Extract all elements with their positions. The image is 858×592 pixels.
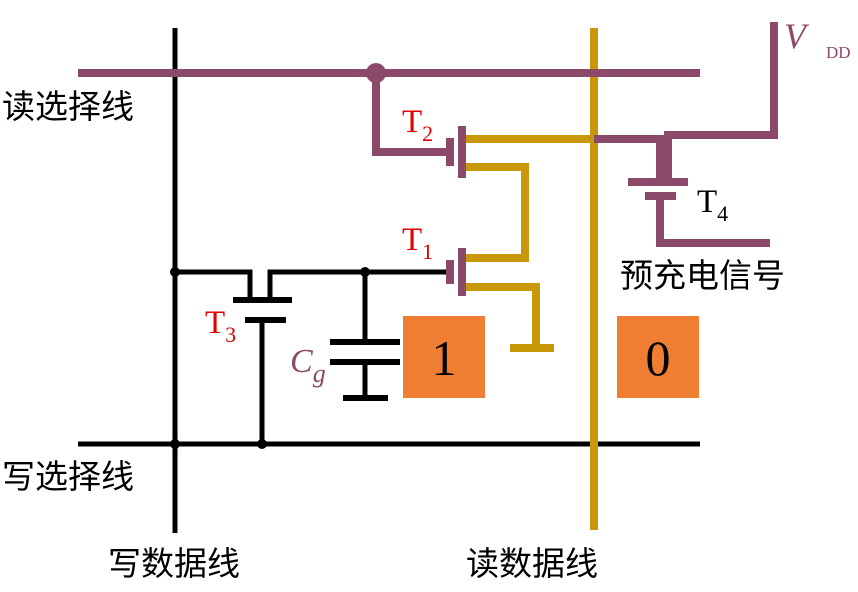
t1-source-wire (466, 283, 540, 348)
junction-dot (170, 267, 180, 277)
precharge-signal-label: 预充电信号 (620, 256, 785, 295)
t4-drain-wire (594, 135, 664, 182)
vdd-wire (664, 22, 778, 182)
t3-source-wire (175, 269, 253, 300)
stored-value-box (403, 316, 485, 398)
junction-dot (257, 439, 267, 449)
t1-gate (446, 248, 466, 296)
t2-label: T2 (402, 104, 433, 146)
read-value: 0 (646, 330, 671, 386)
write-data-line-label: 写数据线 (108, 544, 240, 583)
junction-dot (170, 439, 180, 449)
select-wiring (78, 22, 778, 247)
junction-dot (360, 267, 370, 277)
t4-label: T4 (697, 184, 728, 226)
cg-label: Cg (290, 343, 326, 388)
write-path-wiring (78, 28, 700, 533)
write-select-line-label: 写选择线 (2, 457, 134, 496)
stored-value: 1 (432, 330, 457, 386)
junction-dot (366, 63, 386, 83)
t2-gate-wire (372, 73, 450, 156)
read-select-line-label: 读选择线 (2, 87, 134, 126)
t1-label: T1 (402, 222, 433, 264)
t3-label: T3 (205, 305, 236, 347)
t2-t1-wire (466, 163, 529, 262)
precharge-wire (656, 196, 770, 247)
t3-drain-wire (267, 269, 450, 300)
read-value-box (617, 316, 699, 398)
read-path-wiring (466, 28, 598, 530)
read-data-line-label: 读数据线 (466, 544, 598, 583)
